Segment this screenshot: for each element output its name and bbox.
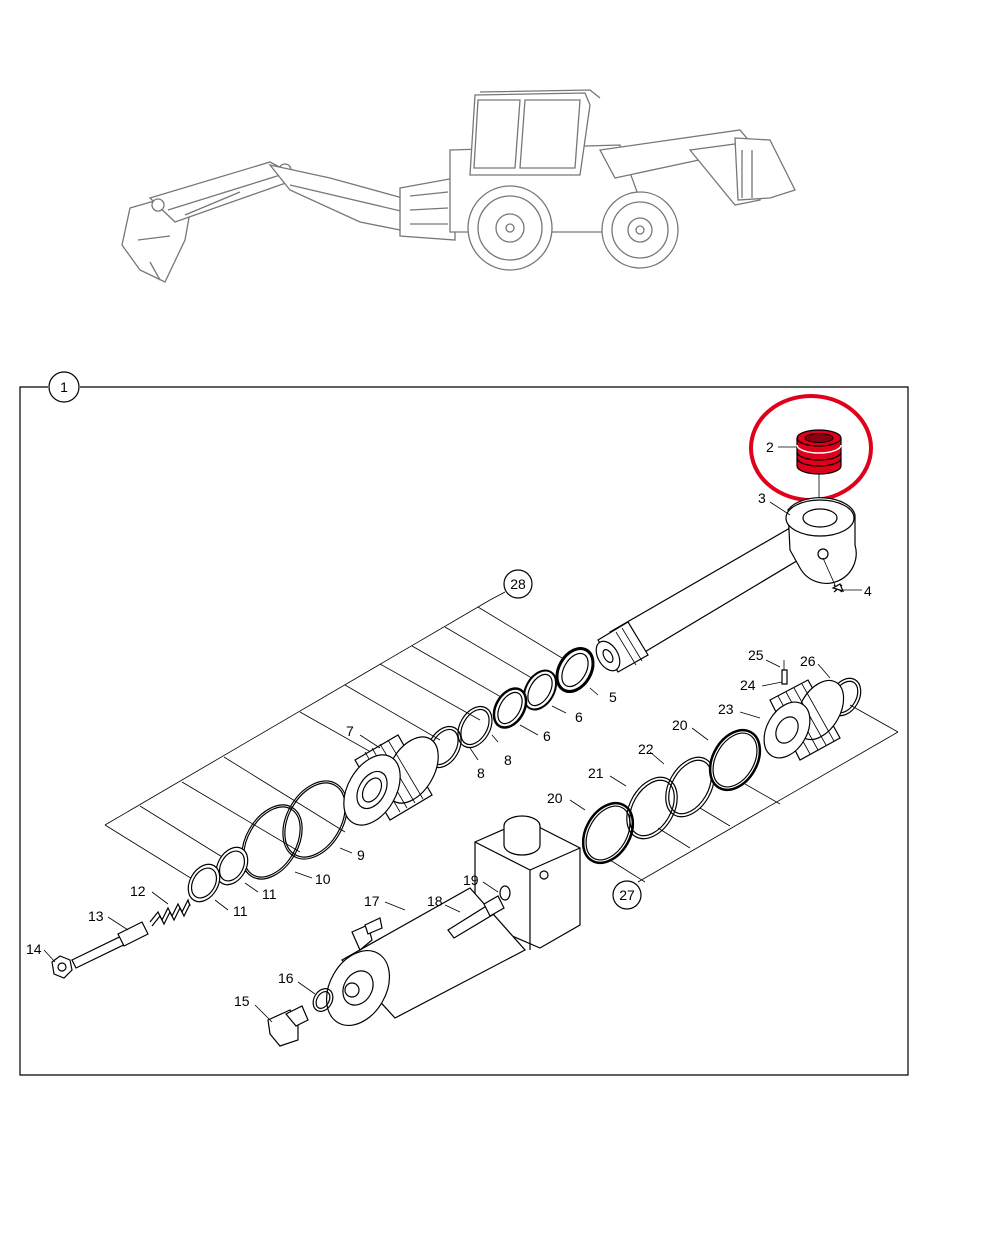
callout-17: 17 bbox=[364, 893, 380, 909]
callout-8a: 8 bbox=[477, 765, 485, 781]
part-16-washer bbox=[312, 988, 334, 1012]
callout-24: 24 bbox=[740, 677, 756, 693]
part-12-spring bbox=[149, 898, 191, 927]
callout-19: 19 bbox=[463, 872, 479, 888]
callout-4: 4 bbox=[864, 583, 872, 599]
callout-21: 21 bbox=[588, 765, 604, 781]
part-2-bushing bbox=[796, 429, 842, 475]
callout-25: 25 bbox=[748, 647, 764, 663]
assembly-frame: 1 bbox=[19, 371, 909, 1076]
callout-22: 22 bbox=[638, 741, 654, 757]
callout-2: 2 bbox=[766, 439, 774, 455]
backhoe-loader-illustration bbox=[121, 89, 796, 283]
seal-rings-kit-28 bbox=[187, 647, 595, 903]
kit-28-label: 28 bbox=[510, 576, 526, 592]
callout-11b: 11 bbox=[233, 903, 248, 919]
callout-12: 12 bbox=[130, 883, 146, 899]
callout-18: 18 bbox=[427, 893, 443, 909]
callout-10: 10 bbox=[315, 871, 331, 887]
part-7-piston bbox=[343, 734, 439, 826]
callout-26: 26 bbox=[800, 653, 816, 669]
assembly-label: 1 bbox=[60, 379, 68, 395]
part-19-o-ring bbox=[499, 885, 511, 901]
callout-8b: 8 bbox=[504, 752, 512, 768]
kit-27-label: 27 bbox=[619, 887, 635, 903]
part-17-cylinder-barrel bbox=[325, 815, 581, 1026]
kit-28-badge bbox=[503, 569, 533, 599]
leader-lines bbox=[43, 446, 831, 1023]
part-23-gland bbox=[763, 679, 845, 761]
kit-27-outline bbox=[609, 704, 899, 910]
callout-9: 9 bbox=[357, 847, 365, 863]
part-24-25-pin bbox=[781, 660, 788, 685]
callout-13: 13 bbox=[88, 908, 104, 924]
kit-27-badge bbox=[612, 880, 642, 910]
callout-6a: 6 bbox=[575, 709, 583, 725]
part-18-fitting bbox=[447, 895, 505, 939]
callout-5: 5 bbox=[609, 689, 617, 705]
part-13-valve-stem bbox=[71, 921, 149, 969]
part-3-piston-rod bbox=[595, 497, 857, 673]
callout-3: 3 bbox=[758, 490, 766, 506]
part-4-grease-nipple bbox=[822, 557, 862, 593]
callout-20a: 20 bbox=[672, 717, 688, 733]
callout-20b: 20 bbox=[547, 790, 563, 806]
callout-14: 14 bbox=[26, 941, 42, 957]
part-14-nut bbox=[51, 955, 73, 979]
callout-15: 15 bbox=[234, 993, 250, 1009]
callout-7: 7 bbox=[346, 723, 354, 739]
callouts: 2 3 4 5 6 6 7 8 8 9 10 11 11 12 13 14 15… bbox=[26, 439, 872, 1009]
assembly-badge bbox=[48, 371, 80, 403]
callout-16: 16 bbox=[278, 970, 294, 986]
callout-23: 23 bbox=[718, 701, 734, 717]
callout-6b: 6 bbox=[543, 728, 551, 744]
callout-11a: 11 bbox=[262, 886, 277, 902]
part-15-plug bbox=[267, 1005, 309, 1047]
